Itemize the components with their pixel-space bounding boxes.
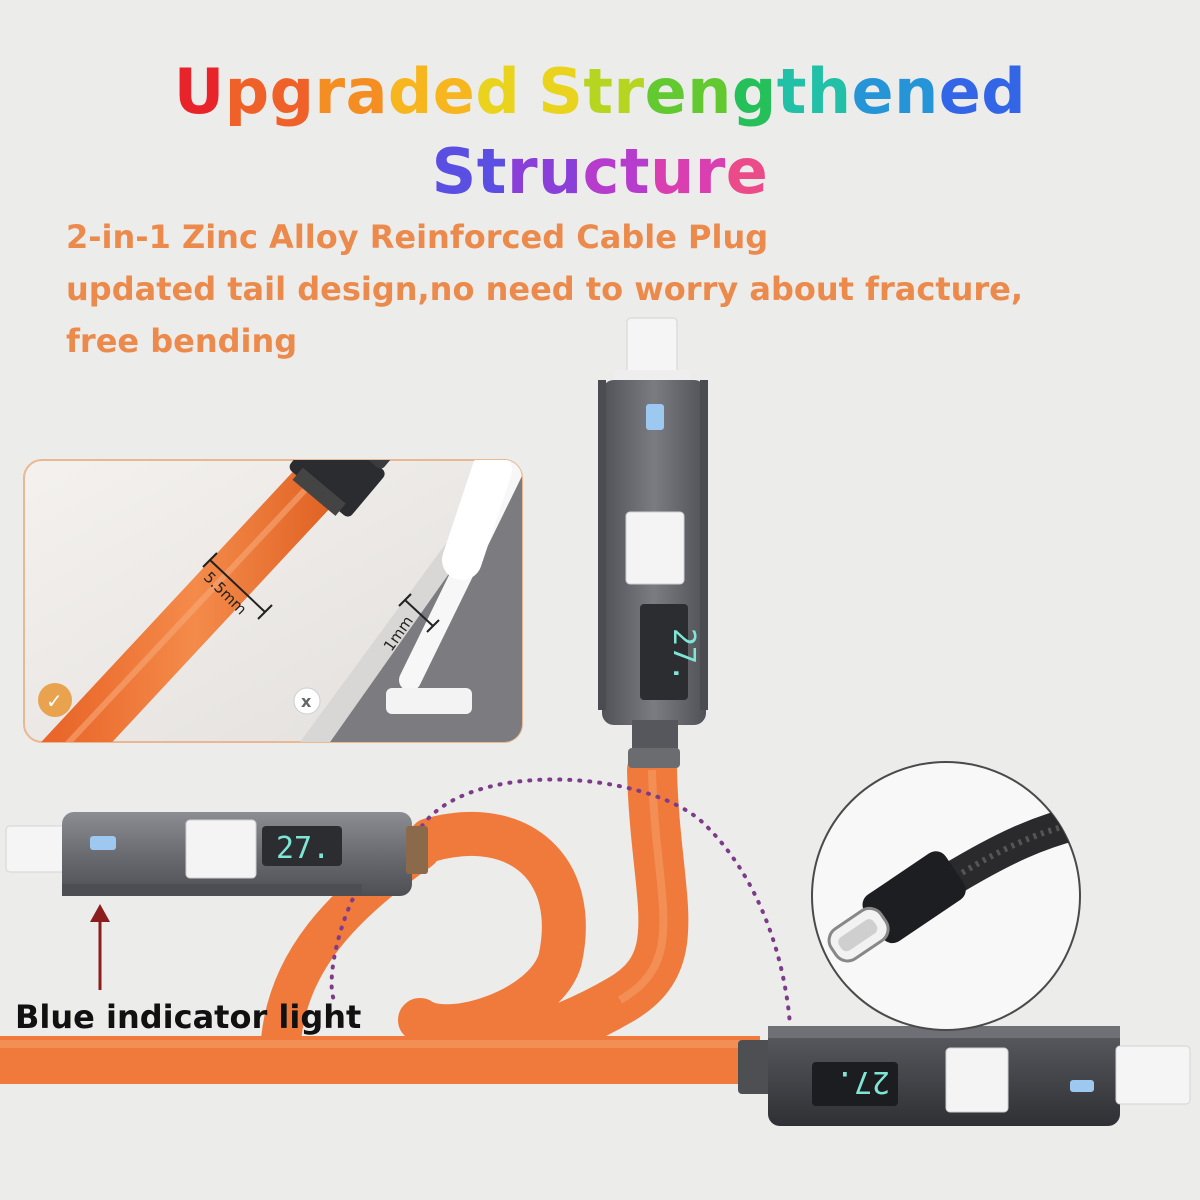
- svg-text:x: x: [301, 692, 312, 711]
- headline-word-2: Strengthened: [538, 55, 1027, 128]
- svg-text:✓: ✓: [46, 689, 63, 713]
- orange-cables: [0, 745, 760, 1084]
- subtitle-line-2: updated tail design,no need to worry abo…: [66, 270, 1024, 308]
- headline-word-3: Structure: [431, 135, 769, 208]
- top-connector: 27.: [598, 317, 708, 768]
- bottom-connector: 27.: [738, 1026, 1191, 1126]
- subtitle-line-3: free bending: [66, 322, 298, 360]
- dotted-arc: [420, 777, 792, 1027]
- check-icon: ✓: [38, 683, 72, 717]
- bottom-display-digits: 27.: [836, 1064, 890, 1099]
- cross-icon: x: [293, 687, 321, 715]
- thickness-inset: 5.5mm 1mm ✓ x: [23, 459, 523, 743]
- headline-word-1: Upgraded: [173, 55, 521, 128]
- left-display-digits: 27.: [276, 831, 330, 866]
- left-connector: 27.: [5, 812, 428, 896]
- closeup-circle: [811, 761, 1081, 1031]
- top-display-digits: 27.: [666, 628, 701, 682]
- indicator-label: Blue indicator light: [15, 998, 362, 1036]
- arrow-up-icon: [90, 904, 110, 990]
- subtitle-line-1: 2-in-1 Zinc Alloy Reinforced Cable Plug: [66, 218, 769, 256]
